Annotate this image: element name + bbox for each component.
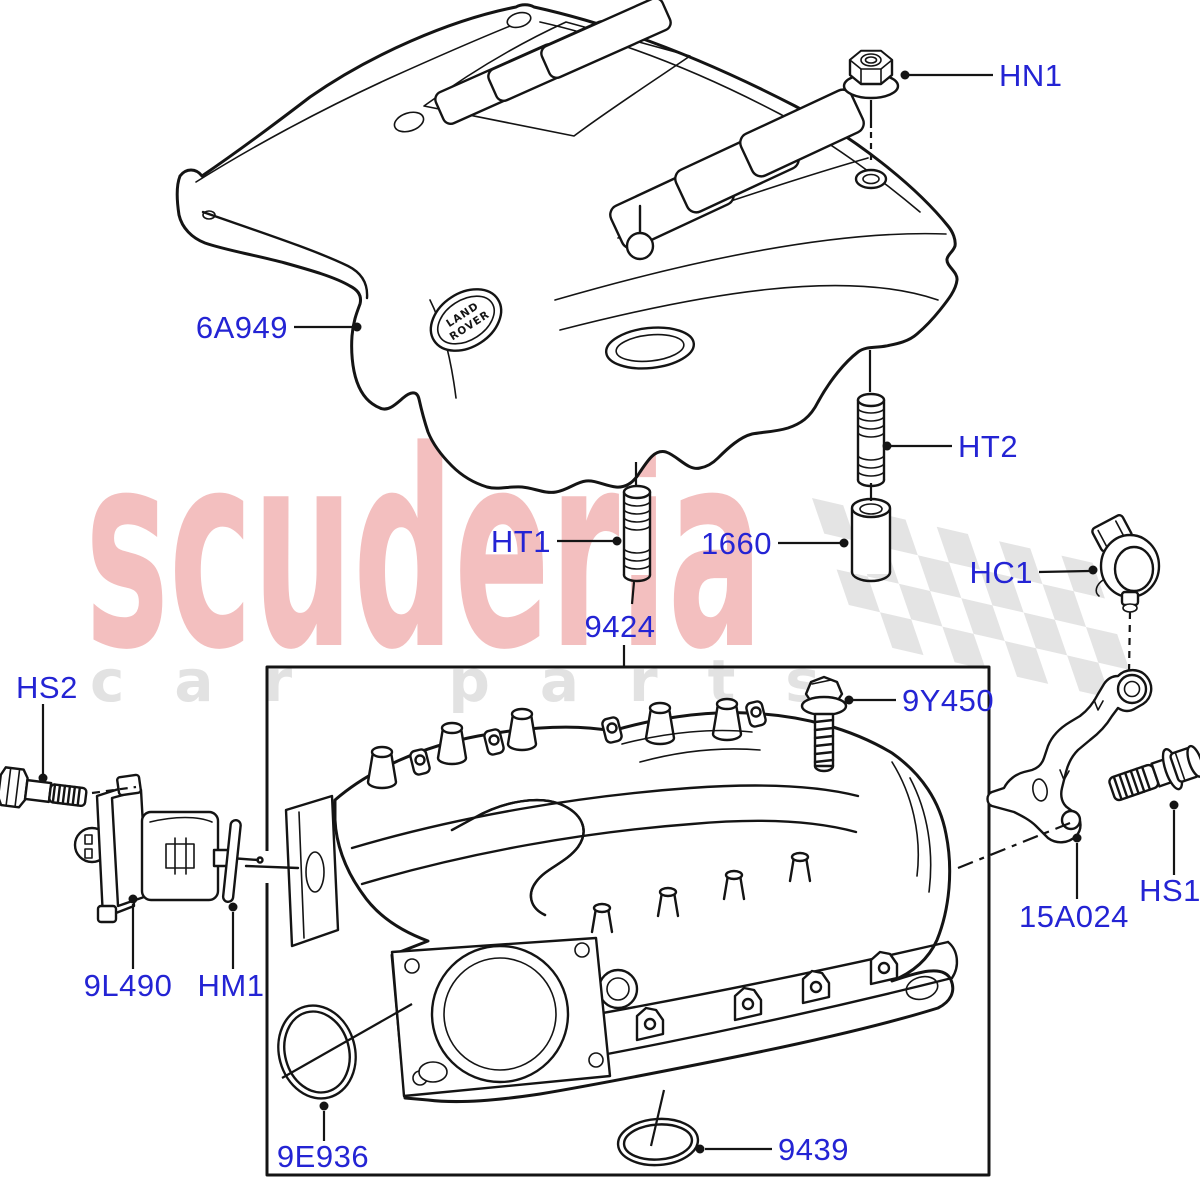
- part-label-9Y450[interactable]: 9Y450: [902, 683, 994, 718]
- part-label-9424[interactable]: 9424: [585, 609, 656, 644]
- hs2-bolt-drawing: [0, 766, 88, 809]
- bolt-9y450-drawing: [800, 675, 848, 773]
- hm1-pin-drawing: [221, 818, 242, 903]
- ht1-stud-drawing: [622, 484, 652, 583]
- watermark-tagline-text: car parts: [90, 647, 870, 715]
- intake-trumpets: [366, 697, 743, 790]
- part-label-HN1[interactable]: HN1: [999, 58, 1063, 93]
- part-label-9L490[interactable]: 9L490: [84, 968, 173, 1003]
- manifold-ears: [409, 700, 767, 776]
- assembly-lines: [91, 100, 1132, 1147]
- part-label-9439[interactable]: 9439: [778, 1132, 849, 1167]
- part-labels: 6A949 HN1 HT2 HT1 1660 HC1 9424 HS2 9Y45…: [16, 58, 1200, 1174]
- oring-9439-drawing: [616, 1117, 700, 1167]
- part-label-9E936[interactable]: 9E936: [277, 1139, 369, 1174]
- part-label-HS1[interactable]: HS1: [1139, 873, 1200, 908]
- part-label-1660[interactable]: 1660: [701, 526, 772, 561]
- ht2-stud-drawing: [856, 392, 886, 488]
- part-label-HC1[interactable]: HC1: [969, 555, 1033, 590]
- throttle-actuator-drawing: [73, 773, 300, 924]
- throttle-flange: [390, 936, 612, 1098]
- spacer-1660-drawing: [850, 497, 892, 583]
- hc1-clamp-drawing: [1091, 513, 1161, 613]
- part-label-HM1[interactable]: HM1: [198, 968, 265, 1003]
- injector-bosses: [590, 851, 812, 934]
- bracket-15a024-drawing: [986, 668, 1153, 844]
- intake-manifold-drawing: [284, 697, 959, 1104]
- part-label-HT1[interactable]: HT1: [491, 524, 551, 559]
- oring-9e936-drawing: [277, 1004, 357, 1100]
- part-label-15A024[interactable]: 15A024: [1019, 899, 1129, 934]
- engine-cover-drawing: LAND ROVER: [175, 0, 959, 494]
- leader-lines: [38, 70, 1179, 1154]
- part-label-6A949[interactable]: 6A949: [196, 310, 288, 345]
- part-label-HT2[interactable]: HT2: [958, 429, 1018, 464]
- hn1-nut-drawing: [842, 49, 900, 100]
- land-rover-logo: LAND ROVER: [429, 288, 503, 352]
- part-label-HS2[interactable]: HS2: [16, 670, 78, 705]
- manifold-left-flange: [284, 794, 340, 948]
- bolt-hs1-drawing: [1108, 744, 1200, 802]
